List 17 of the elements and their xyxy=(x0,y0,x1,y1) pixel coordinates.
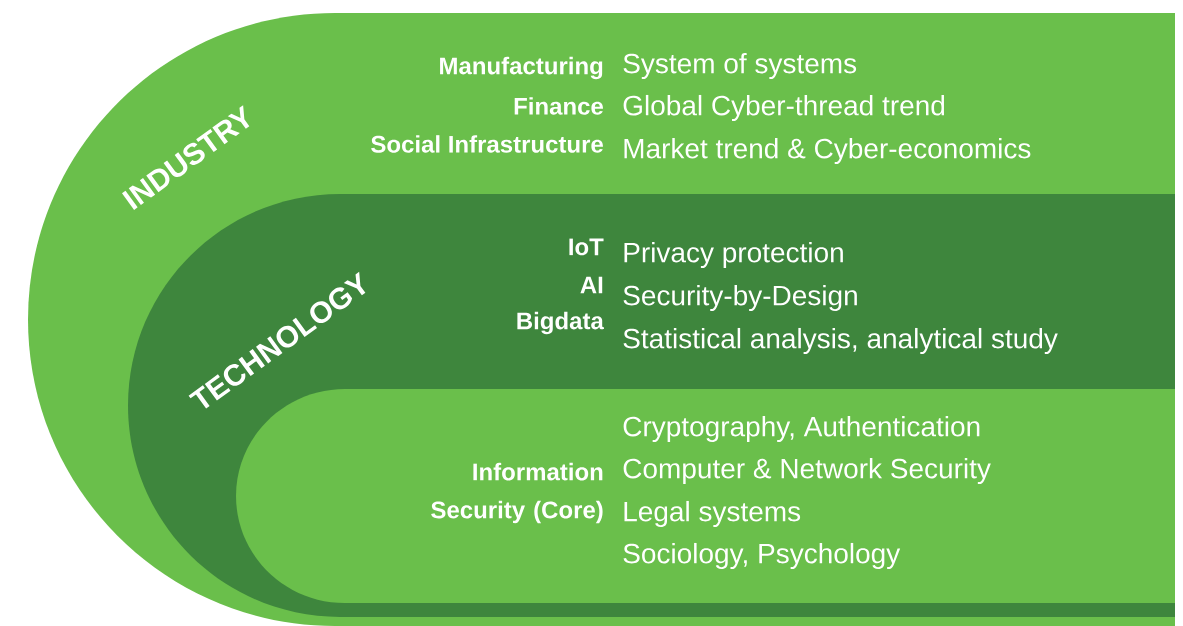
area-label: Manufacturing xyxy=(440,56,603,80)
area-label: IoT xyxy=(569,238,604,256)
topic-text: Security-by-Design xyxy=(623,284,857,312)
area-label: AI xyxy=(580,276,603,294)
topic-text: Global Cyber-thread trend xyxy=(623,94,945,122)
topic-text: Computer & Network Security xyxy=(623,457,991,485)
area-label: Bigdata xyxy=(517,311,604,335)
topic-text: Privacy protection xyxy=(624,241,843,269)
topic-text: Sociology, Psychology xyxy=(623,542,901,570)
area-label: Social Infrastructure xyxy=(371,135,603,153)
topic-text: Statistical analysis, analytical study xyxy=(623,327,1058,355)
topic-text: Cryptography, Authentication xyxy=(623,415,980,443)
area-label: Finance xyxy=(514,97,603,115)
topic-text: Legal systems xyxy=(624,500,801,528)
topic-text: Market trend & Cyber-economics xyxy=(624,137,1031,165)
area-label: Information Security (Core) xyxy=(431,462,603,524)
topic-text: System of systems xyxy=(623,52,857,79)
